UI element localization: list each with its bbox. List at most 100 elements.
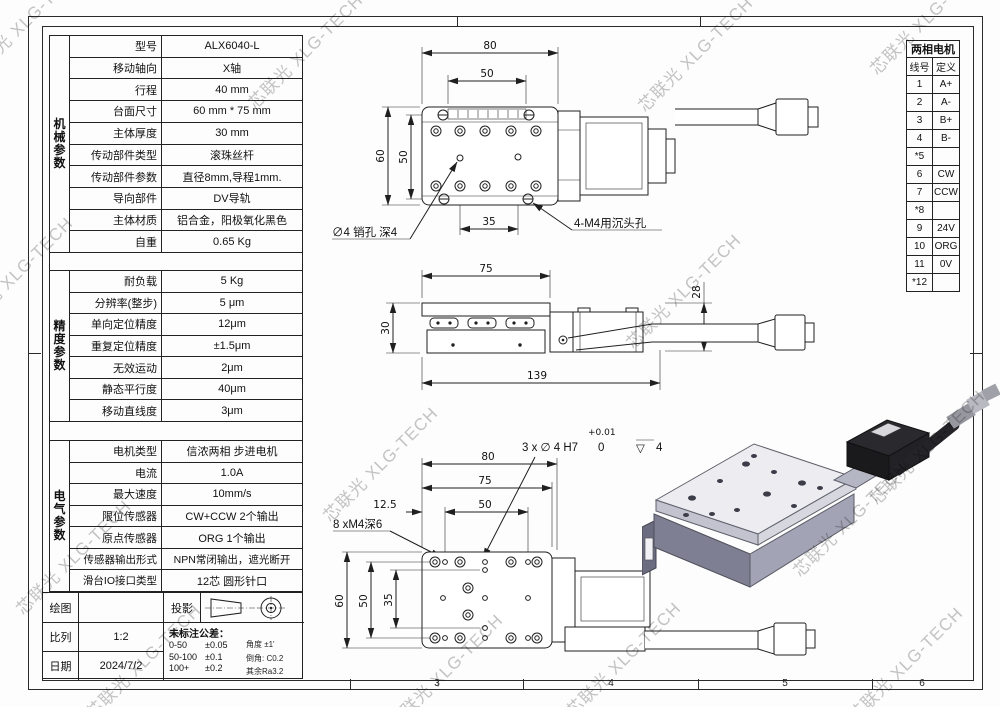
motor-table-row: *12 [907, 273, 959, 291]
param-value: 滚珠丝杆 [210, 149, 254, 162]
param-name: 分辨率(整步) [70, 292, 162, 314]
dim-28: 28 [691, 285, 703, 298]
param-name: 移动轴向 [70, 57, 162, 79]
param-value: 0.65 Kg [213, 235, 251, 248]
note-h7-depth: 4 [656, 442, 663, 454]
param-value: 12芯 圆形针口 [196, 575, 268, 588]
table-row: 原点传感器 ORG 1个输出 [70, 526, 302, 548]
dim-60: 60 [334, 594, 346, 607]
table-row: 滑台IO接口类型 12芯 圆形针口 [70, 569, 302, 592]
zone-divider [872, 679, 873, 690]
dim-60: 60 [375, 149, 387, 162]
param-name: 传动部件类型 [70, 144, 162, 166]
zone-tick-right [970, 353, 983, 354]
draw-label: 绘图 [43, 593, 79, 623]
param-value: 60 mm * 75 mm [193, 105, 271, 118]
param-value: 直径8mm,导程1mm. [182, 171, 282, 184]
zone-divider [523, 679, 524, 690]
table-row: 传动部件参数直径8mm,导程1mm. [70, 165, 302, 187]
table-row: 移动直线度 3μm [70, 399, 302, 422]
motor-table-header: 线号定义 [907, 57, 959, 75]
motor-table-row: *5 [907, 147, 959, 165]
note-h7-lower: 0 [598, 442, 604, 454]
param-value: 30 mm [215, 127, 249, 140]
dim-50-left: 50 [358, 594, 370, 607]
group-label: 机械参数 [53, 117, 66, 170]
param-value: 1.0A [220, 466, 244, 479]
note-h7-prefix: 3 x ∅ 4 H7 [522, 442, 578, 454]
param-name: 限位传感器 [70, 505, 162, 527]
projection-symbol-cell [201, 593, 304, 623]
dim-50: 50 [478, 499, 491, 511]
table-gap [49, 253, 303, 270]
group-label: 电气参数 [53, 489, 66, 542]
param-value: CW+CCW 2个输出 [185, 511, 279, 524]
table-row: 传动部件类型 滚珠丝杆 [70, 143, 302, 166]
param-value: 12μm [218, 318, 246, 331]
table-row: 自重 0.65 Kg [70, 230, 302, 253]
date-label: 日期 [43, 652, 79, 680]
zone-label: 3 [434, 678, 440, 689]
bottom-view-drawing: 3 x ∅ 4 H7 0 +0.01 ▽ 4 8 xM4深6 80 75 50 … [333, 428, 816, 656]
zone-label: 4 [608, 678, 614, 689]
motor-table-row: *8 [907, 201, 959, 219]
param-name: 电机类型 [70, 441, 162, 462]
draw-value [79, 593, 164, 623]
zone-tick-left [28, 353, 41, 354]
scale-value: 1:2 [79, 623, 164, 652]
param-value: ±1.5μm [213, 340, 251, 353]
dim-80: 80 [483, 40, 496, 52]
tolerance-row: 100+±0.2 [169, 663, 223, 673]
depth-symbol: ▽ [636, 443, 646, 455]
dim-139: 139 [527, 370, 547, 382]
param-value: DV导轨 [213, 193, 251, 206]
param-name: 滑台IO接口类型 [70, 570, 162, 592]
note-h7-upper: +0.01 [588, 428, 616, 438]
param-name: 原点传感器 [70, 527, 162, 548]
group-label-cell: 电气参数 [50, 441, 70, 591]
scale-label: 比列 [43, 623, 79, 652]
zone-label: 5 [782, 678, 788, 689]
param-value: 2μm [221, 361, 243, 374]
isometric-3d-view [642, 383, 1000, 588]
note-pin-holes: ∅4 销孔 深4 [332, 225, 398, 239]
dim-35: 35 [383, 593, 395, 606]
param-value: ORG 1个输出 [198, 532, 266, 545]
zone-tick-top [457, 16, 458, 26]
param-name: 最大速度 [70, 484, 162, 505]
note-m4-threads: 8 xM4深6 [333, 517, 382, 531]
table-row: 主体材质铝合金，阳极氧化黑色 [70, 208, 302, 231]
param-value: NPN常闭输出，遮光断开 [173, 553, 291, 566]
zone-tick-top [700, 16, 701, 26]
param-name: 主体材质 [70, 209, 162, 231]
side-view-drawing: 75 30 139 28 [380, 263, 815, 390]
param-name: 自重 [70, 231, 162, 253]
date-value: 2024/7/2 [79, 652, 164, 680]
param-name: 静态平行度 [70, 378, 162, 400]
param-name: 移动直线度 [70, 400, 162, 422]
tolerance-row: 0-50±0.05 [169, 640, 228, 650]
param-value: 3μm [221, 404, 243, 417]
param-value: 信浓两相 步进电机 [186, 446, 278, 459]
dim-80: 80 [481, 451, 494, 463]
table-row: 分辨率(整步)5 μm [70, 291, 302, 314]
zone-divider [698, 679, 699, 690]
dim-30: 30 [380, 321, 392, 334]
table-row: 限位传感器 CW+CCW 2个输出 [70, 504, 302, 527]
table-row: 电机类型 信浓两相 步进电机 [70, 441, 302, 462]
